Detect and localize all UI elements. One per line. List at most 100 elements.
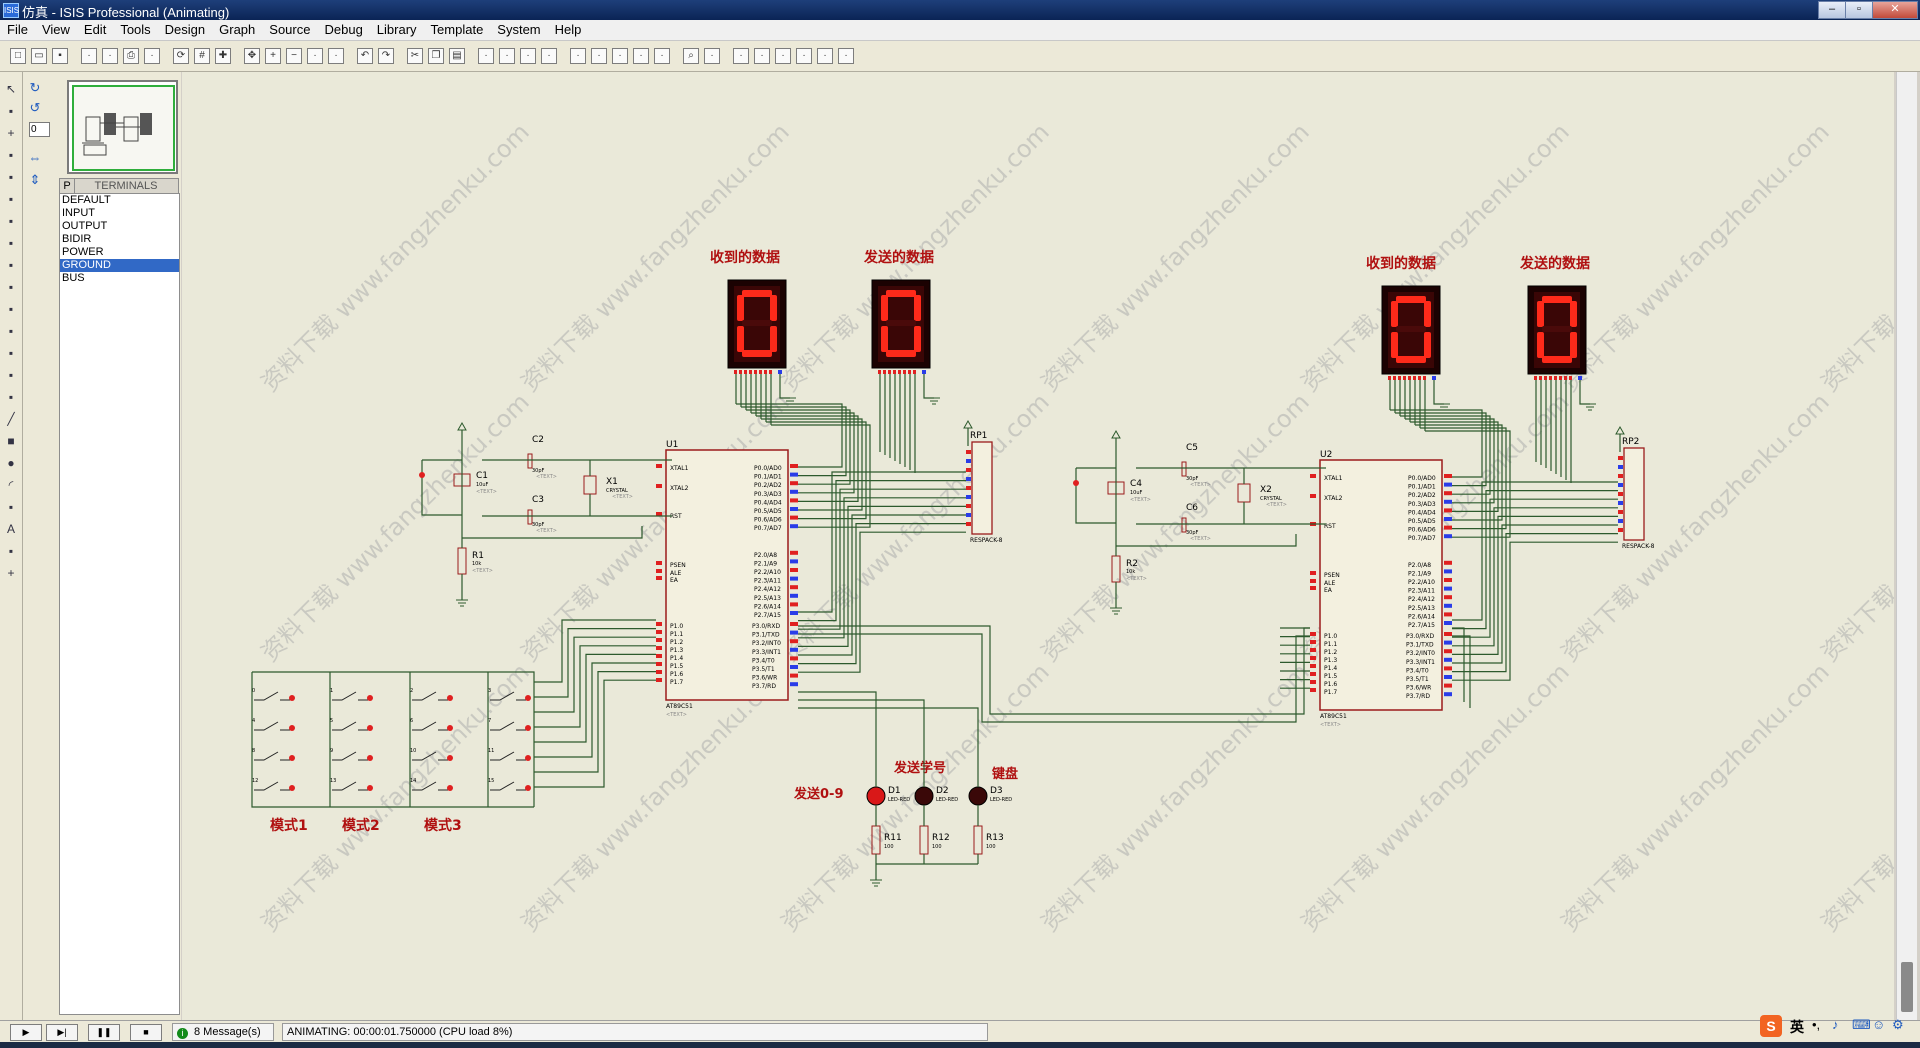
menu-library[interactable]: Library — [376, 22, 417, 37]
list-item[interactable]: INPUT — [62, 207, 95, 219]
menu-view[interactable]: View — [41, 22, 70, 37]
person-icon[interactable]: ☺ — [1872, 1017, 1886, 1032]
component-mode-icon[interactable]: ▪ — [8, 104, 14, 118]
menu-tools[interactable]: Tools — [120, 22, 151, 37]
mirror-x-icon[interactable]: ⇔ — [28, 150, 42, 165]
bom-icon[interactable]: · — [796, 48, 812, 64]
junction-icon[interactable]: + — [7, 126, 15, 140]
scroll-thumb[interactable] — [1901, 962, 1913, 1012]
arc-icon[interactable]: ◜ — [8, 478, 14, 492]
close-button[interactable]: ✕ — [1872, 1, 1918, 19]
path-icon[interactable]: ▪ — [8, 500, 14, 514]
block-delete-icon[interactable]: · — [541, 48, 557, 64]
subcircuit-icon[interactable]: ▪ — [8, 214, 14, 228]
pick-button[interactable]: P — [60, 179, 75, 193]
list-item[interactable]: BIDIR — [62, 233, 92, 245]
decompose-icon[interactable]: · — [633, 48, 649, 64]
redo-icon[interactable]: ↷ — [378, 48, 394, 64]
copy-icon[interactable]: ❐ — [428, 48, 444, 64]
packaging-icon[interactable]: · — [612, 48, 628, 64]
box-icon[interactable]: ■ — [7, 434, 15, 448]
exit-parent-icon[interactable]: · — [775, 48, 791, 64]
wire-autoroute-icon[interactable]: · — [654, 48, 670, 64]
print-area-icon[interactable]: · — [144, 48, 160, 64]
property-assign-icon[interactable]: · — [704, 48, 720, 64]
block-move-icon[interactable]: · — [499, 48, 515, 64]
origin-icon[interactable]: ✚ — [215, 48, 231, 64]
menu-debug[interactable]: Debug — [324, 22, 363, 37]
rotate-cw-icon[interactable]: ↻ — [29, 80, 41, 95]
paste-icon[interactable]: ▤ — [449, 48, 465, 64]
menu-help[interactable]: Help — [554, 22, 582, 37]
menu-system[interactable]: System — [497, 22, 541, 37]
save-icon[interactable]: ▪ — [52, 48, 68, 64]
current-probe-icon[interactable]: ▪ — [8, 368, 14, 382]
new-icon[interactable]: □ — [10, 48, 26, 64]
export-icon[interactable]: · — [102, 48, 118, 64]
menu-template[interactable]: Template — [430, 22, 484, 37]
voltage-probe-icon[interactable]: ▪ — [8, 346, 14, 360]
list-item[interactable]: POWER — [62, 246, 104, 258]
import-icon[interactable]: · — [81, 48, 97, 64]
mirror-y-icon[interactable]: ⇕ — [29, 172, 41, 187]
terminal-icon[interactable]: ▪ — [8, 236, 14, 250]
microphone-icon[interactable]: ♪ — [1832, 1017, 1839, 1032]
refresh-icon[interactable]: ⟳ — [173, 48, 189, 64]
pause-button[interactable]: ❚❚ — [88, 1024, 120, 1041]
menu-edit[interactable]: Edit — [83, 22, 107, 37]
menu-file[interactable]: File — [7, 22, 28, 37]
overview-viewport[interactable] — [72, 85, 175, 171]
text-script-icon[interactable]: ▪ — [8, 170, 14, 184]
netlist-to-ares-icon[interactable]: · — [838, 48, 854, 64]
search-icon[interactable]: ⌕ — [683, 48, 699, 64]
new-sheet-icon[interactable]: · — [733, 48, 749, 64]
circle-icon[interactable]: ● — [7, 456, 15, 470]
punctuation-icon[interactable]: •, — [1812, 1017, 1821, 1032]
menu-graph[interactable]: Graph — [219, 22, 256, 37]
list-item[interactable]: DEFAULT — [62, 194, 111, 206]
make-device-icon[interactable]: · — [591, 48, 607, 64]
generator-icon[interactable]: ▪ — [8, 324, 14, 338]
zoom-in-icon[interactable]: + — [265, 48, 281, 64]
remove-sheet-icon[interactable]: · — [754, 48, 770, 64]
marker-icon[interactable]: + — [7, 566, 15, 580]
erc-icon[interactable]: · — [817, 48, 833, 64]
tape-icon[interactable]: ▪ — [8, 302, 14, 316]
bus-icon[interactable]: ▪ — [8, 192, 14, 206]
selection-mode-icon[interactable]: ↖ — [5, 82, 17, 96]
zoom-area-icon[interactable]: · — [328, 48, 344, 64]
symbol-icon[interactable]: ▪ — [8, 544, 14, 558]
open-icon[interactable]: ▭ — [31, 48, 47, 64]
graph-icon[interactable]: ▪ — [8, 280, 14, 294]
pin-icon[interactable]: ▪ — [8, 258, 14, 272]
list-item[interactable]: OUTPUT — [62, 220, 108, 232]
text-icon[interactable]: A — [6, 522, 15, 536]
grid-icon[interactable]: # — [194, 48, 210, 64]
ime-language[interactable]: 英 — [1790, 1019, 1804, 1035]
virtual-instrument-icon[interactable]: ▪ — [8, 390, 14, 404]
settings-icon[interactable]: ⚙ — [1892, 1017, 1904, 1032]
keyboard-icon[interactable]: ⌨ — [1852, 1017, 1871, 1032]
play-button[interactable]: ▶ — [10, 1024, 42, 1041]
minimize-button[interactable]: – — [1818, 1, 1846, 19]
stop-button[interactable]: ■ — [130, 1024, 162, 1041]
block-copy-icon[interactable]: · — [478, 48, 494, 64]
terminals-list[interactable]: DEFAULT INPUT OUTPUT BIDIR POWER GROUND … — [59, 193, 180, 1015]
wire-label-icon[interactable]: ▪ — [8, 148, 14, 162]
vertical-scrollbar[interactable] — [1896, 72, 1917, 1020]
block-rotate-icon[interactable]: · — [520, 48, 536, 64]
pan-icon[interactable]: ✥ — [244, 48, 260, 64]
print-icon[interactable]: ⎙ — [123, 48, 139, 64]
cut-icon[interactable]: ✂ — [407, 48, 423, 64]
menu-design[interactable]: Design — [164, 22, 206, 37]
overview-window[interactable] — [67, 80, 178, 174]
zoom-all-icon[interactable]: · — [307, 48, 323, 64]
zoom-out-icon[interactable]: − — [286, 48, 302, 64]
line-icon[interactable]: ╱ — [7, 412, 15, 426]
maximize-button[interactable]: ▫ — [1845, 1, 1873, 19]
rotation-input[interactable]: 0 — [29, 122, 50, 137]
sogou-ime-icon[interactable]: S — [1760, 1015, 1782, 1037]
list-item[interactable]: BUS — [62, 272, 85, 284]
